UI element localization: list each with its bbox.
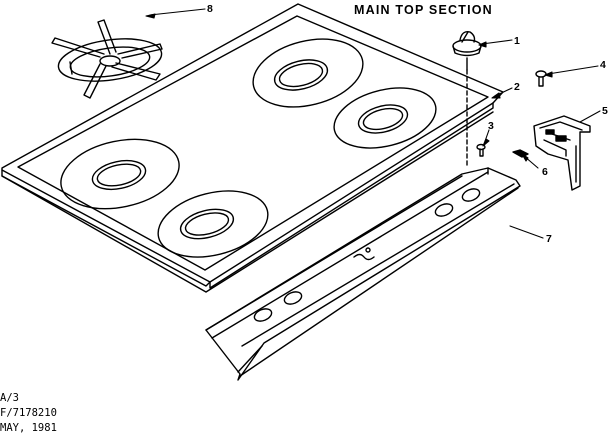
screw-part-3 xyxy=(476,143,486,157)
callout-5: 5 xyxy=(602,105,608,117)
main-top-panel xyxy=(1,3,504,293)
callout-8: 8 xyxy=(207,3,213,15)
footer-date: MAY, 1981 xyxy=(0,422,57,434)
screw-part-4 xyxy=(535,70,547,87)
callout-1: 1 xyxy=(514,35,520,47)
callout-4: 4 xyxy=(600,59,606,71)
callout-3: 3 xyxy=(488,120,494,132)
callout-6: 6 xyxy=(542,166,548,178)
diagram-title: MAIN TOP SECTION xyxy=(354,3,493,17)
footer-part-number: F/7178210 xyxy=(0,407,57,419)
leader-lines xyxy=(145,8,601,239)
end-bracket xyxy=(533,115,591,191)
front-rail xyxy=(205,167,521,381)
footer-code-a: A/3 xyxy=(0,392,19,404)
control-knob xyxy=(452,30,482,71)
burner-well-front-left xyxy=(157,190,269,258)
callout-7: 7 xyxy=(546,233,552,245)
burner-grate xyxy=(51,19,163,99)
burner-well-rear-left xyxy=(60,138,180,210)
burner-well-rear-right xyxy=(252,38,364,108)
callout-2: 2 xyxy=(514,81,520,93)
burner-well-front-right xyxy=(333,87,437,149)
